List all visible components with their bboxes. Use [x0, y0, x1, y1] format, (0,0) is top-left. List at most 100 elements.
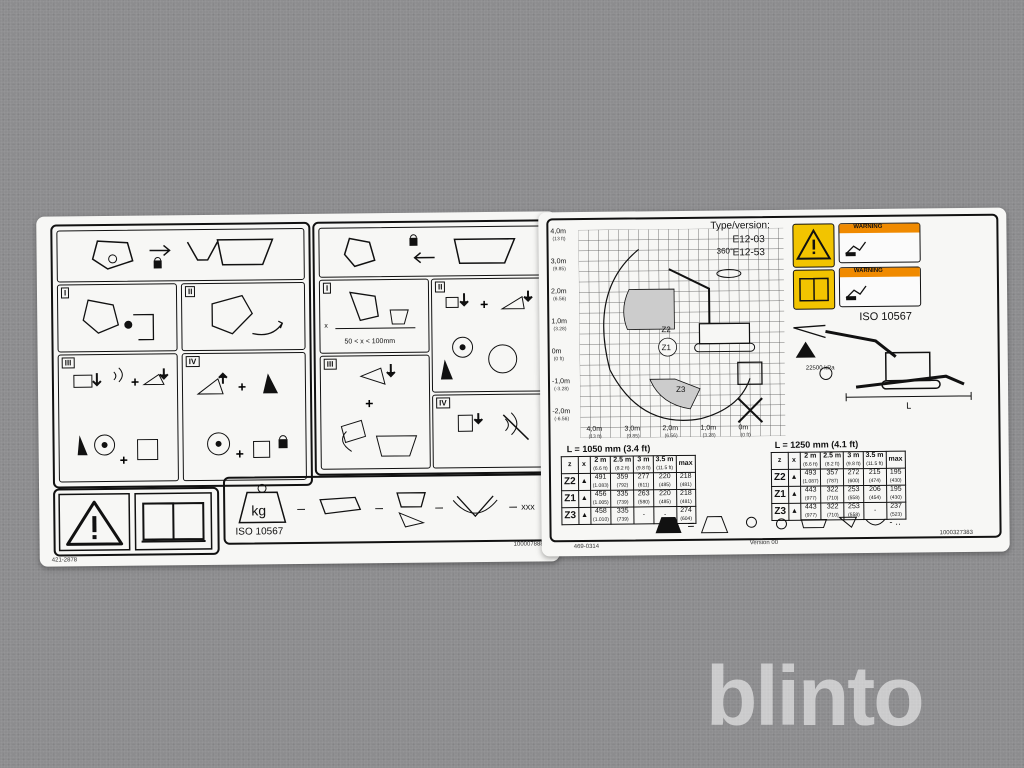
zone-z1-label: Z1 — [661, 343, 672, 353]
step-3: III + + — [57, 353, 179, 483]
x-header: x — [577, 456, 591, 474]
code-number: 1000327383 — [939, 529, 973, 537]
x-tick-ft: (6.56) — [664, 433, 678, 440]
svg-text:L: L — [906, 401, 911, 411]
step-4: IV — [432, 393, 545, 469]
step-3: III + — [319, 354, 431, 470]
step-4: IV + + — [181, 351, 307, 482]
step-1: I x 50 < x < 100mm — [318, 278, 430, 354]
dash: – — [375, 499, 384, 516]
y-tick-label: 0m — [551, 348, 562, 356]
warning-label-1: WARNING — [838, 222, 921, 264]
version-e12-03: E12-03 — [732, 234, 765, 246]
zone-z3-label: Z3 — [676, 384, 686, 395]
y-tick-label: 3,0m — [550, 258, 567, 266]
load-chart-frame: Z2 Z1 Z3 360° 4,0m(13 ft)3,0m(9.85)2,0m(… — [546, 213, 1002, 543]
y-tick-label: 4,0m — [550, 228, 567, 236]
reach-envelope — [603, 248, 751, 421]
column-header: 2.5 m(8.2 ft) — [820, 451, 844, 470]
y-axis: 4,0m(13 ft)3,0m(9.85)2,0m(6.56)1,0m(3.28… — [548, 216, 996, 422]
rotation-label: 360° — [716, 246, 734, 256]
x-marker: x — [324, 322, 328, 330]
part-number: 421-2878 — [51, 557, 78, 564]
svg-text:=: = — [687, 518, 694, 532]
weight-symbol-icon — [238, 483, 287, 524]
excavator-hazard-icon — [845, 241, 867, 257]
load-value-cell: 443(977) — [800, 486, 822, 504]
table-2-title: L = 1250 mm (4.1 ft) — [774, 439, 859, 450]
iso-load-band: kg ISO 10567 – – – – xxx — [222, 473, 552, 545]
z-header: z — [561, 456, 579, 474]
svg-text:+: + — [236, 446, 244, 462]
y-tick-ft: (13 ft) — [552, 236, 566, 243]
attachment-equivalence-row: = - … — [655, 516, 902, 534]
column-header: 3 m(9.8 ft) — [843, 451, 864, 469]
x-tick-label: 2,0m — [662, 425, 679, 433]
load-value-cell: 456(1.005) — [590, 490, 612, 508]
quick-coupler-engage-pictogram — [343, 234, 516, 268]
column-header: 2.5 m(8.2 ft) — [610, 455, 634, 474]
load-value-cell: 263(580) — [633, 489, 654, 507]
y-tick-ft: (-3.28) — [554, 386, 569, 393]
x-tick-label: 3,0m — [624, 425, 641, 433]
version-number: Version 00 — [749, 539, 779, 547]
manual-book-icon — [134, 492, 213, 551]
y-tick-ft: (6.56) — [553, 296, 567, 303]
zone-cell: Z1 — [561, 490, 579, 508]
zone-cell: Z1 — [771, 486, 789, 504]
manual-book-icon — [799, 277, 829, 302]
x-axis: 4,0m(13 ft)3,0m(9.85)2,0m(6.56)1,0m(3.28… — [548, 216, 996, 440]
warning-label-2: WARNING — [838, 266, 922, 308]
excavator-hazard-icon — [845, 285, 867, 301]
lifting-range-grid — [578, 227, 786, 439]
load-icon: ▲ — [788, 469, 801, 487]
bucket-curl-pictogram: + — [340, 364, 418, 457]
y-tick-ft: (-6.56) — [554, 416, 570, 423]
warning-triangle-icon — [795, 228, 832, 260]
y-tick-label: 1,0m — [551, 318, 567, 326]
y-tick-label: 2,0m — [551, 288, 567, 296]
distance-condition: 50 < x < 100mm — [344, 337, 396, 346]
column-header: 3 m(9.8 ft) — [633, 455, 654, 473]
x-tick-ft: (0 ft) — [740, 432, 751, 439]
x-tick-label: 1,0m — [700, 424, 717, 432]
x-header: x — [787, 452, 801, 470]
svg-text:+: + — [365, 395, 373, 411]
load-value-cell: 359(792) — [610, 472, 634, 491]
pressure-label: 22500 kPa — [805, 365, 835, 372]
load-value-cell: 215(474) — [863, 468, 887, 486]
zone-z2-label: Z2 — [661, 325, 671, 335]
rotation-symbol — [716, 268, 742, 278]
zone-z1 — [658, 337, 678, 357]
load-chart-sticker: Z2 Z1 Z3 360° 4,0m(13 ft)3,0m(9.85)2,0m(… — [538, 207, 1010, 557]
x-tick-ft: (3.28) — [702, 432, 716, 439]
part-number: 469-0314 — [573, 543, 600, 551]
hand-pin-pictogram — [82, 299, 155, 341]
dash: – — [435, 498, 444, 515]
load-value-cell: 493(1.087) — [800, 469, 822, 487]
excavator-lifting-pictogram: L — [793, 324, 972, 411]
boom-arm — [668, 268, 711, 329]
load-icon: ▲ — [578, 507, 591, 525]
zone-z2 — [623, 288, 675, 330]
z-header: z — [771, 452, 789, 470]
overview-step — [318, 225, 543, 278]
suffix-label: xxx — [521, 501, 535, 512]
y-tick-ft: (9.85) — [552, 266, 566, 273]
load-value-cell: 218(481) — [676, 489, 696, 507]
distance-check-pictogram — [335, 291, 416, 330]
step-1: I — [56, 283, 178, 353]
column-header: 2 m(6.6 ft) — [589, 456, 611, 474]
warning-header: WARNING — [839, 223, 920, 234]
blinto-watermark: blinto — [706, 649, 925, 743]
x-tick-ft: (9.85) — [626, 433, 640, 440]
load-icon: ▲ — [578, 490, 591, 508]
column-header: max — [885, 451, 906, 469]
load-value-cell: 491(1.083) — [590, 473, 612, 491]
table-row: Z1▲456(1.005)335(739)263(580)220(485)218… — [561, 489, 696, 508]
read-manual-warning — [53, 486, 220, 557]
tracks-icons — [737, 361, 764, 424]
table-row: Z2▲493(1.087)357(787)272(600)215(474)195… — [771, 468, 906, 487]
svg-text:+: + — [480, 296, 488, 312]
y-tick-label: -1,0m — [551, 378, 570, 386]
